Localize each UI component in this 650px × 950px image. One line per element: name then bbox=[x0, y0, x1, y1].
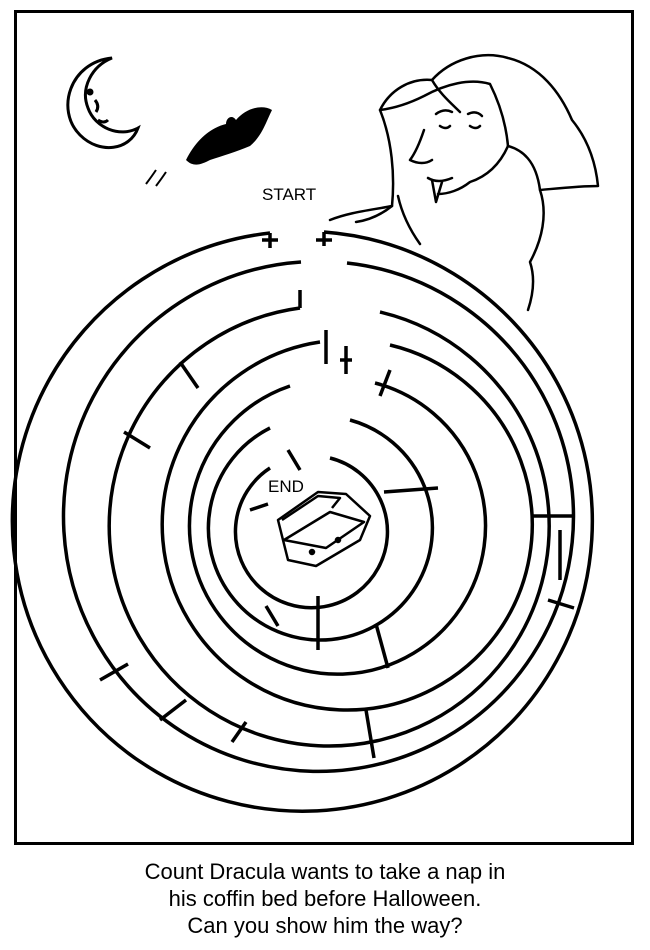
end-label: END bbox=[268, 477, 304, 496]
caption: Count Dracula wants to take a nap in his… bbox=[0, 858, 650, 939]
maze-ring-3 bbox=[107, 306, 551, 748]
page-border bbox=[14, 10, 634, 845]
coffin-icon bbox=[276, 490, 372, 568]
caption-line-3: Can you show him the way? bbox=[187, 913, 463, 938]
caption-line-2: his coffin bed before Halloween. bbox=[168, 886, 482, 911]
count-dracula-illustration bbox=[328, 54, 600, 312]
start-label: START bbox=[262, 185, 316, 204]
maze-ring-2 bbox=[61, 260, 576, 774]
crescent-moon-icon bbox=[66, 56, 141, 150]
caption-line-1: Count Dracula wants to take a nap in bbox=[144, 859, 506, 884]
maze bbox=[10, 230, 595, 813]
maze-ring-1 bbox=[10, 230, 595, 813]
maze-ring-5 bbox=[187, 381, 488, 676]
maze-ring-6 bbox=[206, 418, 435, 642]
maze-ring-7 bbox=[233, 456, 390, 610]
bat-icon bbox=[145, 107, 272, 187]
maze-illustration: START END bbox=[10, 54, 600, 813]
maze-ring-4 bbox=[160, 340, 534, 712]
